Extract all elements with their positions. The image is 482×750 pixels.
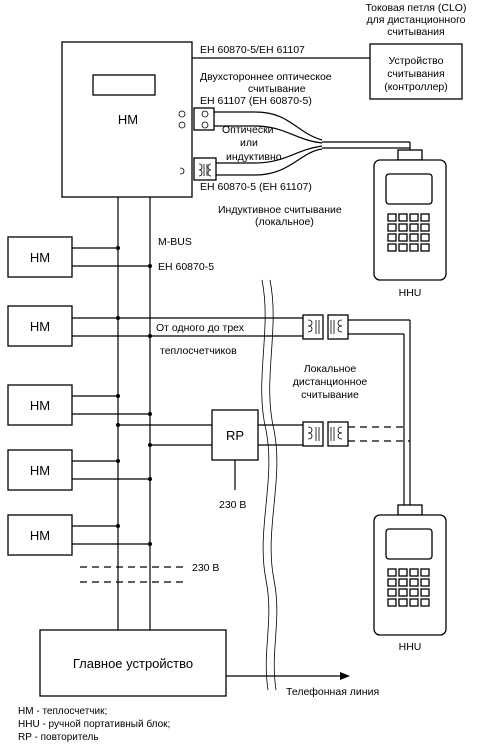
main-heat-meter-display [92,74,156,96]
optical-led-2 [178,121,186,129]
keypad-key [409,578,419,587]
svg-text:(контроллер): (контроллер) [384,81,448,93]
keypad-key [420,578,430,587]
keypad-key [420,568,430,577]
legend-item: НМ - теплосчетчик; [18,706,108,717]
heat-meter-4 [7,449,73,491]
svg-text:считывания: считывания [387,26,444,38]
keypad-key [398,233,408,242]
optical-port [193,107,215,131]
keypad-key [398,243,408,252]
keypad-key [420,233,430,242]
svg-text:НМ: НМ [30,463,50,478]
main-device [39,629,227,697]
keypad-key [420,213,430,222]
heat-meter-3 [7,384,73,426]
svg-text:Оптически: Оптически [222,124,274,136]
svg-text:Устройство: Устройство [389,55,444,67]
svg-text:индуктивно: индуктивно [226,151,282,163]
heat-meter-1 [7,236,73,278]
keypad-key [420,243,430,252]
keypad-key [387,223,397,232]
keypad-key [398,578,408,587]
svg-text:НМ: НМ [30,528,50,543]
keypad-key [409,598,419,607]
keypad-key [398,588,408,597]
keypad-key [420,588,430,597]
svg-text:считывание: считывание [301,389,359,401]
v230-rp-label: 230 В [219,499,246,511]
keypad-key [387,598,397,607]
keypad-key [409,213,419,222]
svg-text:НМ: НМ [30,398,50,413]
coupler-upper [302,314,349,340]
optical-led-1 [178,110,186,118]
keypad-key [398,568,408,577]
hhu-bottom-label: HHU [399,641,422,653]
keypad-key [409,243,419,252]
keypad-key [387,233,397,242]
heat-meter-2 [7,305,73,347]
current-loop-label-1: Токовая петля (CLO) [366,2,467,14]
two-way-label-2: считывание [248,83,306,95]
main-device-label: Главное устройство [73,656,193,671]
inductive-port [193,157,217,181]
keypad-key [387,213,397,222]
std-opt-label: ЕН 61107 (ЕН 60870-5) [200,95,312,107]
keypad-key [398,223,408,232]
hhu-bottom [373,504,447,636]
keypad-key [387,243,397,252]
keypad-key [398,598,408,607]
svg-text:для дистанционного: для дистанционного [366,14,465,26]
keypad-key [387,588,397,597]
svg-text:или: или [240,137,258,149]
repeater-label: RP [226,428,244,443]
main-heat-meter [61,41,193,198]
legend-item: HHU - ручной портативный блок; [18,719,171,730]
coupler-lower [302,421,349,447]
legend-item: RP - повторитель [18,732,99,743]
std-top-label: ЕН 60870-5/ЕН 61107 [200,44,305,56]
keypad-key [420,598,430,607]
keypad-key [420,223,430,232]
keypad-key [398,213,408,222]
std-ind-label: ЕН 60870-5 (ЕН 61107) [200,181,312,193]
svg-text:дистанционное: дистанционное [293,376,368,388]
svg-text:Индуктивное считывание: Индуктивное считывание [218,204,342,216]
svg-text:НМ: НМ [30,319,50,334]
en-mbus-label: ЕН 60870-5 [158,261,214,273]
svg-text:(локальное): (локальное) [255,216,314,228]
svg-text:считывания: считывания [387,68,444,80]
reader-box [369,43,463,100]
keypad-key [409,223,419,232]
hhu-top [373,149,447,281]
one-three-label-2: теплосчетчиков [160,345,237,357]
hhu-top-label: HHU [399,287,422,299]
main-heat-meter-label: НМ [118,112,138,127]
v230-bus-label: 230 В [192,562,219,574]
keypad-key [387,578,397,587]
svg-text:НМ: НМ [30,250,50,265]
keypad-key [409,568,419,577]
keypad-key [387,568,397,577]
keypad-key [409,233,419,242]
phone-line-label: Телефонная линия [286,686,379,698]
mbus-label: M-BUS [158,236,192,248]
local-remote-label-1: Локальное [304,363,357,375]
keypad-key [409,588,419,597]
repeater [211,409,259,461]
heat-meter-5 [7,514,73,556]
two-way-label-1: Двухстороннее оптическое [200,71,332,83]
one-three-label-1: От одного до трех [156,322,245,334]
